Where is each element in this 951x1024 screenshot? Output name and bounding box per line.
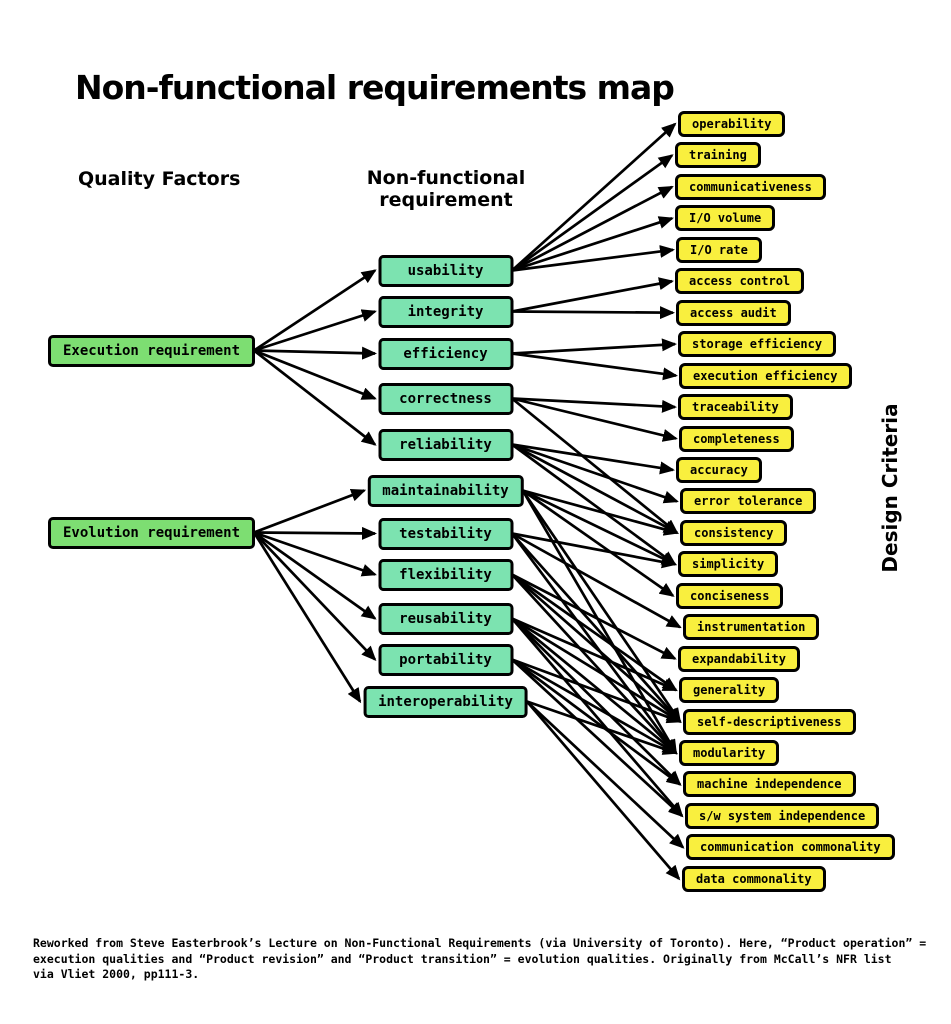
edge-correctness-to-completeness bbox=[511, 397, 678, 442]
criterion-box-self-descriptiveness: self-descriptiveness bbox=[683, 708, 856, 735]
edge-reusability-to-sw-system-independence bbox=[510, 617, 684, 818]
edge-reusability-to-modularity bbox=[511, 617, 678, 755]
criterion-box-machine-independence: machine independence bbox=[683, 771, 856, 798]
edge-correctness-to-consistency bbox=[511, 397, 679, 535]
edge-execution-to-efficiency bbox=[253, 346, 377, 360]
criterion-box-execution-efficiency: execution efficiency bbox=[679, 362, 852, 389]
attribution-line: execution qualities and “Product revisio… bbox=[33, 951, 892, 966]
edge-portability-to-sw-system-independence bbox=[511, 658, 684, 818]
factor-box-execution: Execution requirement bbox=[48, 334, 256, 367]
edge-reliability-to-simplicity bbox=[511, 443, 677, 566]
nfr-box-correctness: correctness bbox=[378, 382, 513, 415]
criterion-box-training: training bbox=[675, 142, 761, 169]
edge-efficiency-to-storage-efficiency bbox=[511, 338, 677, 355]
criterion-box-completeness: completeness bbox=[679, 425, 794, 452]
criterion-box-simplicity: simplicity bbox=[678, 551, 779, 578]
edge-portability-to-modularity bbox=[511, 658, 678, 755]
attribution-line: Reworked from Steve Easterbrook’s Lectur… bbox=[33, 936, 927, 950]
edge-reusability-to-generality bbox=[511, 617, 678, 692]
criterion-box-communicativeness: communicativeness bbox=[675, 173, 826, 200]
edge-execution-to-usability bbox=[253, 269, 377, 352]
edge-maintainability-to-modularity bbox=[521, 489, 678, 755]
edge-maintainability-to-conciseness bbox=[521, 489, 675, 597]
edge-efficiency-to-execution-efficiency bbox=[511, 352, 678, 381]
edge-testability-to-self-descriptiveness bbox=[510, 532, 682, 724]
edge-evolution-to-interoperability bbox=[252, 531, 362, 704]
edge-usability-to-training bbox=[511, 154, 674, 272]
page-title: Non-functional requirements map bbox=[75, 68, 675, 107]
criterion-box-communication-commonality: communication commonality bbox=[686, 834, 895, 861]
edge-testability-to-instrumentation bbox=[511, 532, 682, 629]
edge-evolution-to-testability bbox=[254, 526, 377, 540]
criterion-box-storage-efficiency: storage efficiency bbox=[678, 331, 837, 358]
edge-interoperability-to-modularity bbox=[526, 700, 678, 755]
nfr-box-interoperability: interoperability bbox=[363, 685, 528, 718]
criterion-box-error-tolerance: error tolerance bbox=[680, 488, 817, 515]
criterion-box-access-audit: access audit bbox=[676, 299, 791, 326]
nfr-box-portability: portability bbox=[378, 643, 513, 676]
edge-testability-to-modularity bbox=[510, 532, 678, 755]
attribution-line: via Vliet 2000, pp111-3. bbox=[33, 967, 200, 982]
criterion-box-io-rate: I/O rate bbox=[676, 236, 762, 263]
criterion-box-access-control: access control bbox=[675, 268, 805, 295]
column-header-non-functional-requirement: Non-functional requirement bbox=[366, 167, 526, 211]
edge-interoperability-to-communication-commonality bbox=[526, 700, 685, 849]
criterion-box-conciseness: conciseness bbox=[676, 582, 784, 609]
criterion-box-accuracy: accuracy bbox=[676, 456, 762, 483]
edge-flexibility-to-self-descriptiveness bbox=[511, 573, 682, 723]
edge-reliability-to-accuracy bbox=[511, 443, 675, 475]
edge-portability-to-machine-independence bbox=[511, 658, 682, 786]
attribution-note: Reworked from Steve Easterbrook’s Lectur… bbox=[33, 936, 943, 983]
criterion-box-consistency: consistency bbox=[680, 519, 788, 546]
edge-evolution-to-maintainability bbox=[253, 489, 367, 534]
edge-execution-to-integrity bbox=[253, 309, 377, 352]
nfr-box-maintainability: maintainability bbox=[367, 474, 524, 507]
edge-maintainability-to-consistency bbox=[522, 489, 679, 536]
edge-flexibility-to-generality bbox=[511, 573, 678, 692]
edge-evolution-to-portability bbox=[253, 531, 377, 661]
factor-box-evolution: Evolution requirement bbox=[48, 516, 256, 549]
criterion-box-io-volume: I/O volume bbox=[675, 205, 776, 232]
nfr-box-testability: testability bbox=[378, 517, 513, 550]
edge-usability-to-operability bbox=[511, 122, 677, 272]
criterion-box-operability: operability bbox=[678, 111, 786, 137]
edge-reusability-to-self-descriptiveness bbox=[511, 617, 682, 723]
edge-usability-to-io-rate bbox=[511, 245, 675, 272]
edge-reliability-to-consistency bbox=[511, 443, 679, 535]
edge-execution-to-reliability bbox=[253, 349, 377, 446]
edge-portability-to-self-descriptiveness bbox=[511, 658, 682, 724]
nfr-box-reusability: reusability bbox=[378, 602, 513, 635]
edge-maintainability-to-simplicity bbox=[522, 489, 677, 566]
column-header-design-criteria: Design Criteria bbox=[878, 403, 902, 573]
edge-testability-to-simplicity bbox=[511, 532, 677, 569]
edge-correctness-to-traceability bbox=[511, 397, 677, 413]
nfr-box-flexibility: flexibility bbox=[378, 558, 513, 591]
edge-reusability-to-machine-independence bbox=[511, 617, 682, 786]
edge-usability-to-io-volume bbox=[511, 216, 674, 272]
edge-interoperability-to-data-commonality bbox=[525, 700, 681, 881]
nfr-box-integrity: integrity bbox=[378, 295, 513, 328]
nfr-box-usability: usability bbox=[378, 254, 513, 287]
criterion-box-modularity: modularity bbox=[679, 740, 780, 766]
edge-flexibility-to-expandability bbox=[511, 573, 677, 660]
criterion-box-sw-system-independence: s/w system independence bbox=[685, 802, 880, 829]
edge-maintainability-to-self-descriptiveness bbox=[521, 489, 682, 724]
edge-integrity-to-access-control bbox=[511, 277, 674, 313]
edge-execution-to-correctness bbox=[253, 349, 377, 400]
edge-reliability-to-error-tolerance bbox=[511, 443, 679, 504]
criterion-box-expandability: expandability bbox=[678, 645, 800, 672]
edge-flexibility-to-modularity bbox=[511, 573, 678, 755]
edge-usability-to-communicativeness bbox=[511, 185, 674, 272]
nfr-box-efficiency: efficiency bbox=[378, 337, 513, 370]
column-header-quality-factors: Quality Factors bbox=[78, 168, 241, 190]
criterion-box-data-commonality: data commonality bbox=[682, 865, 826, 892]
edge-integrity-to-access-audit bbox=[511, 306, 675, 320]
criterion-box-traceability: traceability bbox=[678, 394, 793, 421]
criterion-box-instrumentation: instrumentation bbox=[683, 614, 820, 641]
edge-evolution-to-flexibility bbox=[253, 531, 377, 577]
criterion-box-generality: generality bbox=[679, 677, 780, 704]
nfr-box-reliability: reliability bbox=[378, 428, 513, 461]
edge-evolution-to-reusability bbox=[253, 531, 377, 620]
